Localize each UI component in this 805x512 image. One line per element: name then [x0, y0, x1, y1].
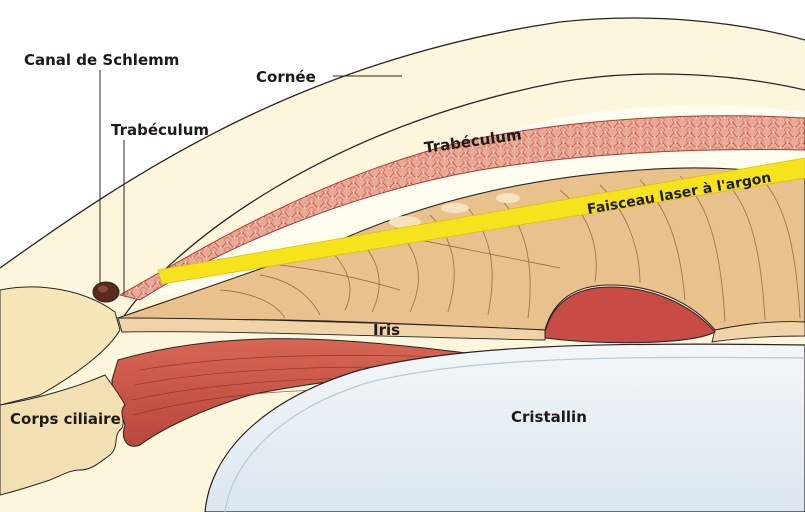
label-canal-de-schlemm: Canal de Schlemm — [24, 51, 179, 69]
label-corps-ciliaire: Corps ciliaire — [10, 410, 121, 428]
schlemm-canal-highlight — [98, 286, 108, 293]
label-iris: Iris — [373, 321, 400, 339]
label-cristallin: Cristallin — [511, 408, 587, 426]
label-trabeculum-left: Trabéculum — [111, 121, 209, 139]
schlemm-canal — [93, 282, 119, 302]
label-cornee: Cornée — [256, 68, 316, 86]
